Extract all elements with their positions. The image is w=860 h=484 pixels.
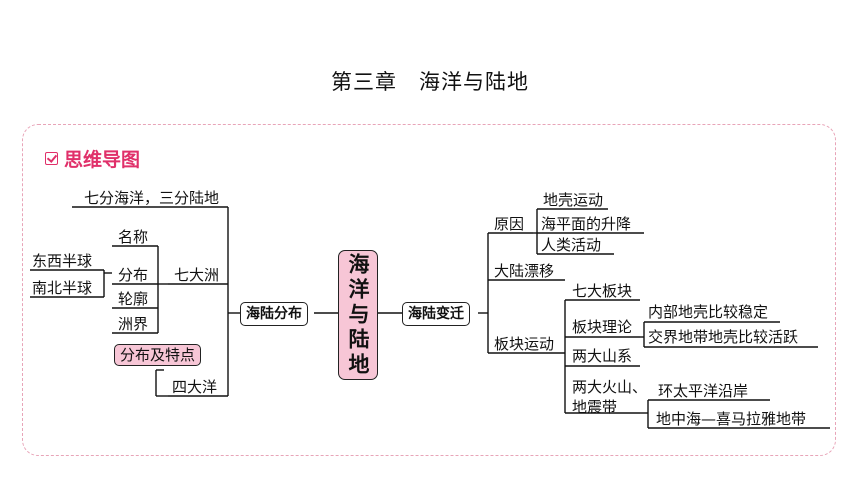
section-header-label: 思维导图	[64, 149, 141, 171]
label-volcano-earthquake-belts: 两大火山、 地震带	[572, 378, 648, 416]
page-title: 第三章 海洋与陆地	[331, 70, 529, 94]
label-boundary-active: 交界地带地壳比较活跃	[648, 328, 799, 346]
label-continent-outline: 轮廓	[118, 290, 149, 308]
label-cause: 原因	[494, 215, 525, 233]
node-land-sea-change: 海陆变迁	[402, 302, 470, 326]
label-ratio: 七分海洋，三分陆地	[84, 189, 220, 207]
label-continents: 七大洲	[174, 266, 220, 284]
label-interior-stable: 内部地壳比较稳定	[648, 303, 769, 321]
label-crustal-movement: 地壳运动	[543, 191, 604, 209]
label-continent-boundary: 洲界	[118, 315, 149, 333]
label-oceans: 四大洋	[172, 378, 218, 396]
section-header: 思维导图	[45, 145, 140, 172]
label-human-activity: 人类活动	[541, 236, 602, 254]
checkbox-icon	[45, 152, 58, 165]
label-two-mountain-systems: 两大山系	[572, 347, 633, 365]
label-circum-pacific: 环太平洋沿岸	[658, 382, 749, 400]
mind-map-frame	[22, 124, 836, 456]
center-node: 海洋与陆地	[338, 250, 378, 380]
label-continent-name: 名称	[118, 228, 149, 246]
label-mediterranean-himalayan: 地中海—喜马拉雅地带	[656, 410, 807, 428]
label-plate-movement: 板块运动	[494, 335, 555, 353]
label-continent-distribution: 分布	[118, 266, 149, 284]
label-east-west-hemisphere: 东西半球	[32, 252, 93, 270]
label-north-south-hemisphere: 南北半球	[32, 279, 93, 297]
label-sea-level-change: 海平面的升降	[541, 215, 632, 233]
label-plate-theory: 板块理论	[572, 318, 633, 336]
label-seven-plates: 七大板块	[572, 282, 633, 300]
center-title: 海洋与陆地	[346, 252, 370, 378]
node-land-sea-distribution: 海陆分布	[240, 302, 308, 326]
label-ocean-feature: 分布及特点	[114, 344, 202, 366]
label-continental-drift: 大陆漂移	[494, 262, 555, 280]
